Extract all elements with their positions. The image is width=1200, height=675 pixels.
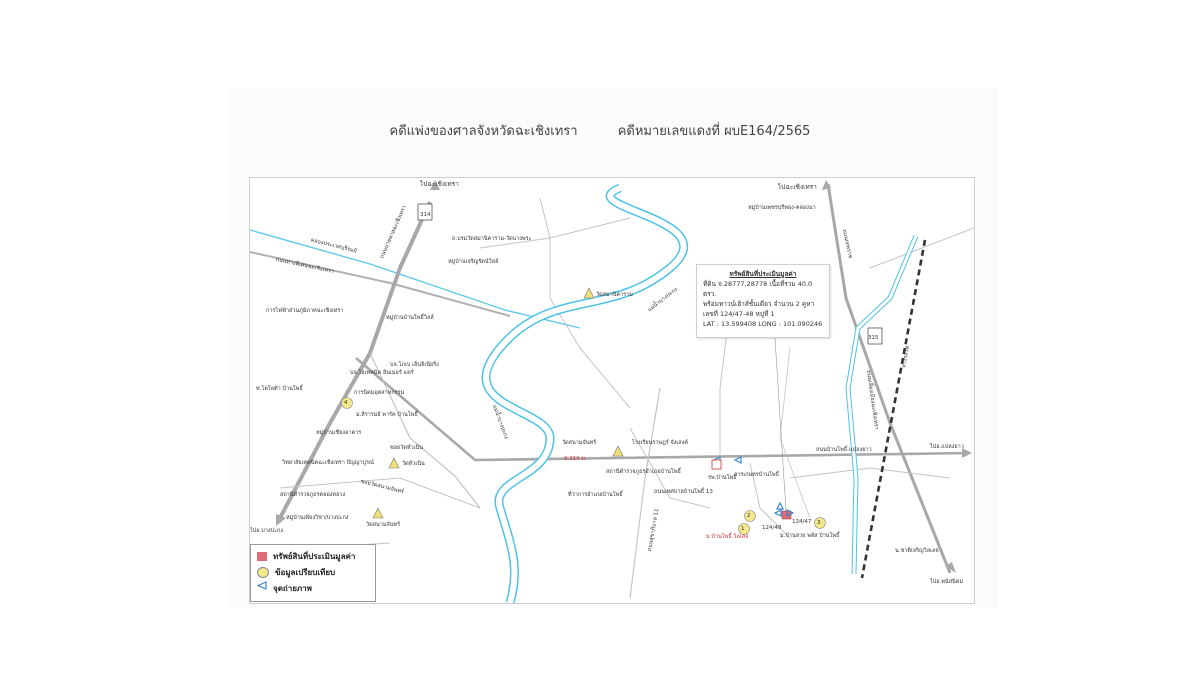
label-hospital: รพ.บ้านโพธิ์ (708, 475, 737, 481)
court-title: คดีแพ่งของศาลจังหวัดฉะเชิงเทรา (389, 124, 578, 139)
label-police-khlong: สถานีตำรวจภูธรคลองหลวง (280, 492, 346, 498)
callout-line3: เลขที่ 124/47-48 หมู่ที่ 1 (703, 310, 775, 318)
photo-point-icon (257, 581, 267, 593)
callout-line4: LAT : 13.599408 LONG : 101.090246 (703, 320, 823, 328)
label-police-banpho: สถานีตำรวจภูธรอำเภอบ้านโพธิ์ (606, 469, 681, 475)
arrow-north-right (822, 180, 831, 190)
location-map[interactable]: ไปฉะเชิงเทรา 314 315 ไปฉะเชิงเทรา คลองปร… (249, 177, 975, 604)
road-local-5 (629, 387, 661, 599)
label-road-main-east: ถนนบ้านโพธิ์-แปลงยาว (816, 447, 872, 453)
route-314-shield (417, 203, 433, 221)
road-local-12 (869, 227, 974, 269)
label-soi-wat: ซอยวัดหัวเนิน (390, 445, 424, 451)
road-local-2 (539, 197, 551, 298)
road-local-4 (549, 297, 631, 409)
label-village-charoen: หมู่บ้านเจริญรัตน์วิลล์ (448, 259, 499, 265)
road-local-7 (749, 462, 791, 539)
label-to-chachoengsao-left: ไปฉะเชิงเทรา (420, 180, 459, 188)
comparable-3-number: 3 (817, 520, 821, 526)
arrow-south-right (945, 562, 956, 573)
temple-markers (372, 287, 624, 519)
label-agri: การเกษตรบ้านโพธิ์ (734, 472, 780, 478)
legend-photo-label: จุดถ่ายภาพ (273, 583, 312, 593)
label-village-phetchaburi: หมู่บ้านเพชรบุรีทอง-คลองนา (748, 205, 816, 211)
label-to-chachoengsao-right: ไปฉะเชิงเทรา (778, 183, 817, 191)
label-wat-sanam: วัดสนามจันทร์ (366, 522, 401, 528)
label-to-plaengyao: ไปอ.แปลงยาว (930, 444, 964, 450)
subject-info-callout: ทรัพย์สินที่ประเมินมูลค่า ที่ดิน จ.28777… (696, 264, 830, 338)
callout-title: ทรัพย์สินที่ประเมินมูลค่า (729, 270, 797, 278)
callout-line2: พร้อมทาวน์เฮ้าส์ชั้นเดียว จำนวน 2 คูหา (703, 300, 815, 308)
legend-comparable-label: ข้อมูลเปรียบเทียบ (275, 567, 336, 577)
label-wat-samanikaram: วัดสมานิคาราม (596, 292, 633, 298)
comparable-swatch (257, 566, 269, 578)
road-local-13 (779, 347, 811, 519)
railway (860, 239, 927, 579)
label-to-bangpakong: ไปอ.บางปะกง (250, 528, 284, 534)
road-local-10 (629, 427, 711, 509)
label-district-office: ที่ว่าการอำเภอบ้านโพธิ์ (568, 492, 623, 498)
arrow-east (962, 448, 972, 458)
hospital-marker (711, 459, 722, 470)
label-comp1: ม.บ้านโพธิ์ วิลเลจ (706, 534, 749, 540)
map-legend: ทรัพย์สินที่ประเมินมูลค่า ข้อมูลเปรียบเท… (250, 544, 376, 602)
road-right-main (826, 183, 952, 574)
arrow-north-left (430, 180, 440, 190)
label-route-314: 314 (420, 212, 431, 218)
comparable-4-marker (341, 397, 353, 409)
comparable-2-marker (744, 510, 756, 522)
road-local-11 (789, 467, 951, 479)
route-315-shield (867, 327, 883, 345)
map-canvas (250, 180, 974, 603)
label-village-khlong: หมู่บ้านเพียงวิชา/บางปะกง (286, 515, 349, 521)
subject-swatch (257, 551, 267, 561)
legend-photo: จุดถ่ายภาพ (257, 581, 312, 595)
label-village-chaem: หมู่บ้านเชียงอาคาร (316, 430, 362, 436)
label-temple-bottom-right: น.ชาติเจริญวิลเลจ (895, 548, 939, 554)
label-comp3: ม.บ้านสวย พลัส บ้านโพธิ์ (780, 533, 840, 539)
label-village-banpho-ville: หมู่บ้านบ้านโพธิ์วิลล์ (386, 315, 434, 321)
comparable-3-marker (814, 517, 826, 529)
comparable-1-marker (738, 523, 750, 535)
label-wat-road: ถ.บรมวัดสมานิคาราม-วัดบางพระ (452, 236, 532, 242)
road-main-east (355, 357, 971, 462)
label-to-phanom: ไปอ.พนัสนิคม (930, 579, 964, 585)
label-wat-sanam-chan: วัดสนามจันทร์ (562, 440, 597, 446)
label-toyota: ท.โตโยต้า บ้านโพธิ์ (256, 386, 303, 392)
label-school-banpho: โรงเรียนราษฎร์ จังเสงค์ (632, 440, 688, 446)
callout-leader (774, 337, 787, 512)
comparable-2-number: 2 (747, 513, 751, 519)
label-house-no2: 124/47 (792, 519, 812, 525)
label-school: วิทยาลัยเทคนิคฉะเชิงเทรา ปัญญาบูรณ์ (282, 460, 375, 466)
road-top-left (250, 251, 511, 317)
label-pea: การไฟฟ้าส่วนภูมิภาคฉะเชิงเทรา (266, 308, 344, 314)
label-factory-green: บจ.โภเบ เอ็นจิเนียริ่ง (390, 362, 439, 368)
canal-right (845, 235, 919, 575)
label-wat-huanoen: วัดหัวเนิน (402, 461, 425, 467)
arrow-south-left (276, 514, 286, 526)
comparable-1-number: 1 (741, 526, 745, 532)
label-route-315: 315 (868, 335, 879, 341)
label-factory-hitec: บจ.ไฮเทคนิค อินเมอร์ แคร์ (350, 370, 414, 376)
legend-subject: ทรัพย์สินที่ประเมินมูลค่า (257, 549, 355, 563)
label-road-cross: ถนนเทศบาลบ้านโพธิ์ 13 (654, 489, 713, 495)
comparable-4-number: 4 (344, 400, 348, 406)
page-header: คดีแพ่งของศาลจังหวัดฉะเชิงเทรา คดีหมายเล… (0, 120, 1200, 141)
label-sirarom: ม.สิรารมย์ พาร์ค บ้านโพธิ์ (356, 412, 418, 418)
road-local-8 (279, 477, 481, 509)
label-house-no: 124/48 (762, 525, 782, 531)
label-distance: 9.310 ม. (564, 456, 587, 462)
label-industry-office: การนิคมอุตสาหกรรม (354, 390, 405, 396)
legend-subject-label: ทรัพย์สินที่ประเมินมูลค่า (273, 551, 356, 561)
callout-line1: ที่ดิน จ.28777,28778 เนื้อที่รวม 40.0 ตร… (703, 280, 813, 298)
road-local-3 (479, 217, 631, 249)
case-number: คดีหมายเลขแดงที่ ผบE164/2565 (617, 124, 811, 139)
photo-points (712, 456, 795, 517)
legend-comparable: ข้อมูลเปรียบเทียบ (257, 565, 335, 579)
road-local-1 (369, 352, 481, 509)
